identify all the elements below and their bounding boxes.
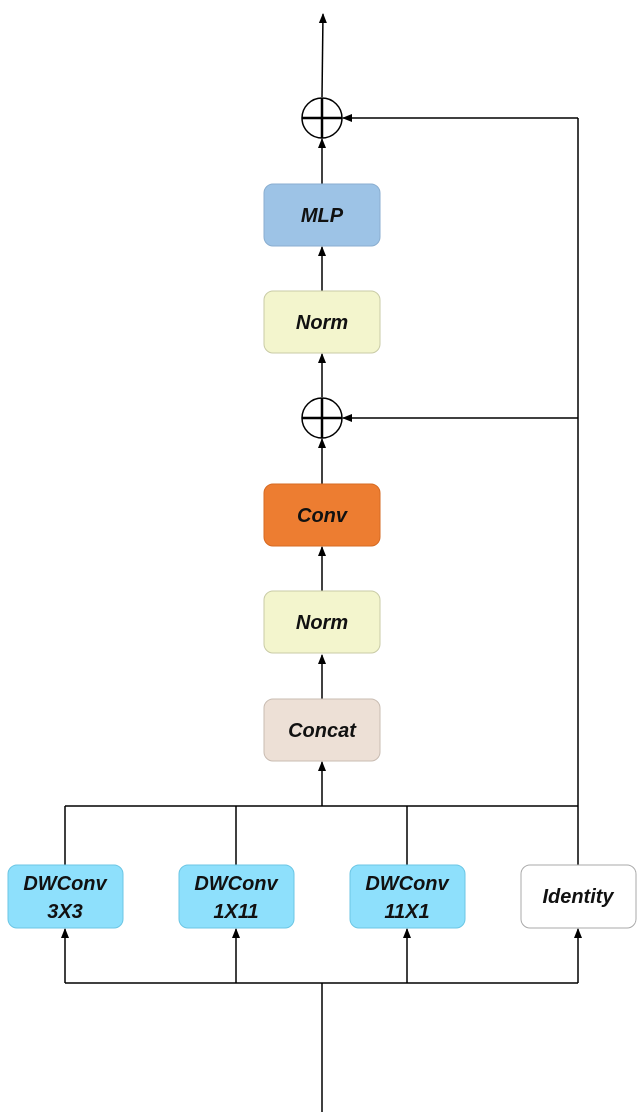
dwconv-1x11-label-line1: DWConv	[194, 873, 279, 895]
identity-block: Identity	[520, 864, 637, 929]
norm-middle-label: Norm	[296, 612, 348, 634]
output-arrow	[318, 13, 327, 98]
dwconv-1x11-label-line2: 1X11	[213, 901, 258, 923]
dwconv-3x3-block: DWConv 3X3	[7, 864, 124, 929]
mlp-block: MLP	[263, 183, 381, 247]
dwconv-3x3-label-line1: DWConv	[23, 873, 108, 895]
dwconv-11x1-block: DWConv 11X1	[349, 864, 466, 929]
norm-top-label: Norm	[296, 312, 348, 334]
add-node-middle	[301, 397, 343, 439]
conv-label: Conv	[297, 505, 349, 527]
norm-block-middle: Norm	[263, 590, 381, 654]
dwconv-3x3-label-line2: 3X3	[47, 901, 83, 923]
mlp-label: MLP	[301, 205, 344, 227]
conv-block: Conv	[263, 483, 381, 547]
identity-label: Identity	[542, 886, 614, 908]
add-node-top	[301, 97, 343, 139]
concat-block: Concat	[263, 698, 381, 762]
dwconv-11x1-label-line1: DWConv	[365, 873, 450, 895]
norm-block-top: Norm	[263, 290, 381, 354]
connectors	[61, 13, 582, 1112]
concat-label: Concat	[288, 720, 357, 742]
dwconv-1x11-block: DWConv 1X11	[178, 864, 295, 929]
dwconv-11x1-label-line2: 11X1	[384, 901, 429, 923]
